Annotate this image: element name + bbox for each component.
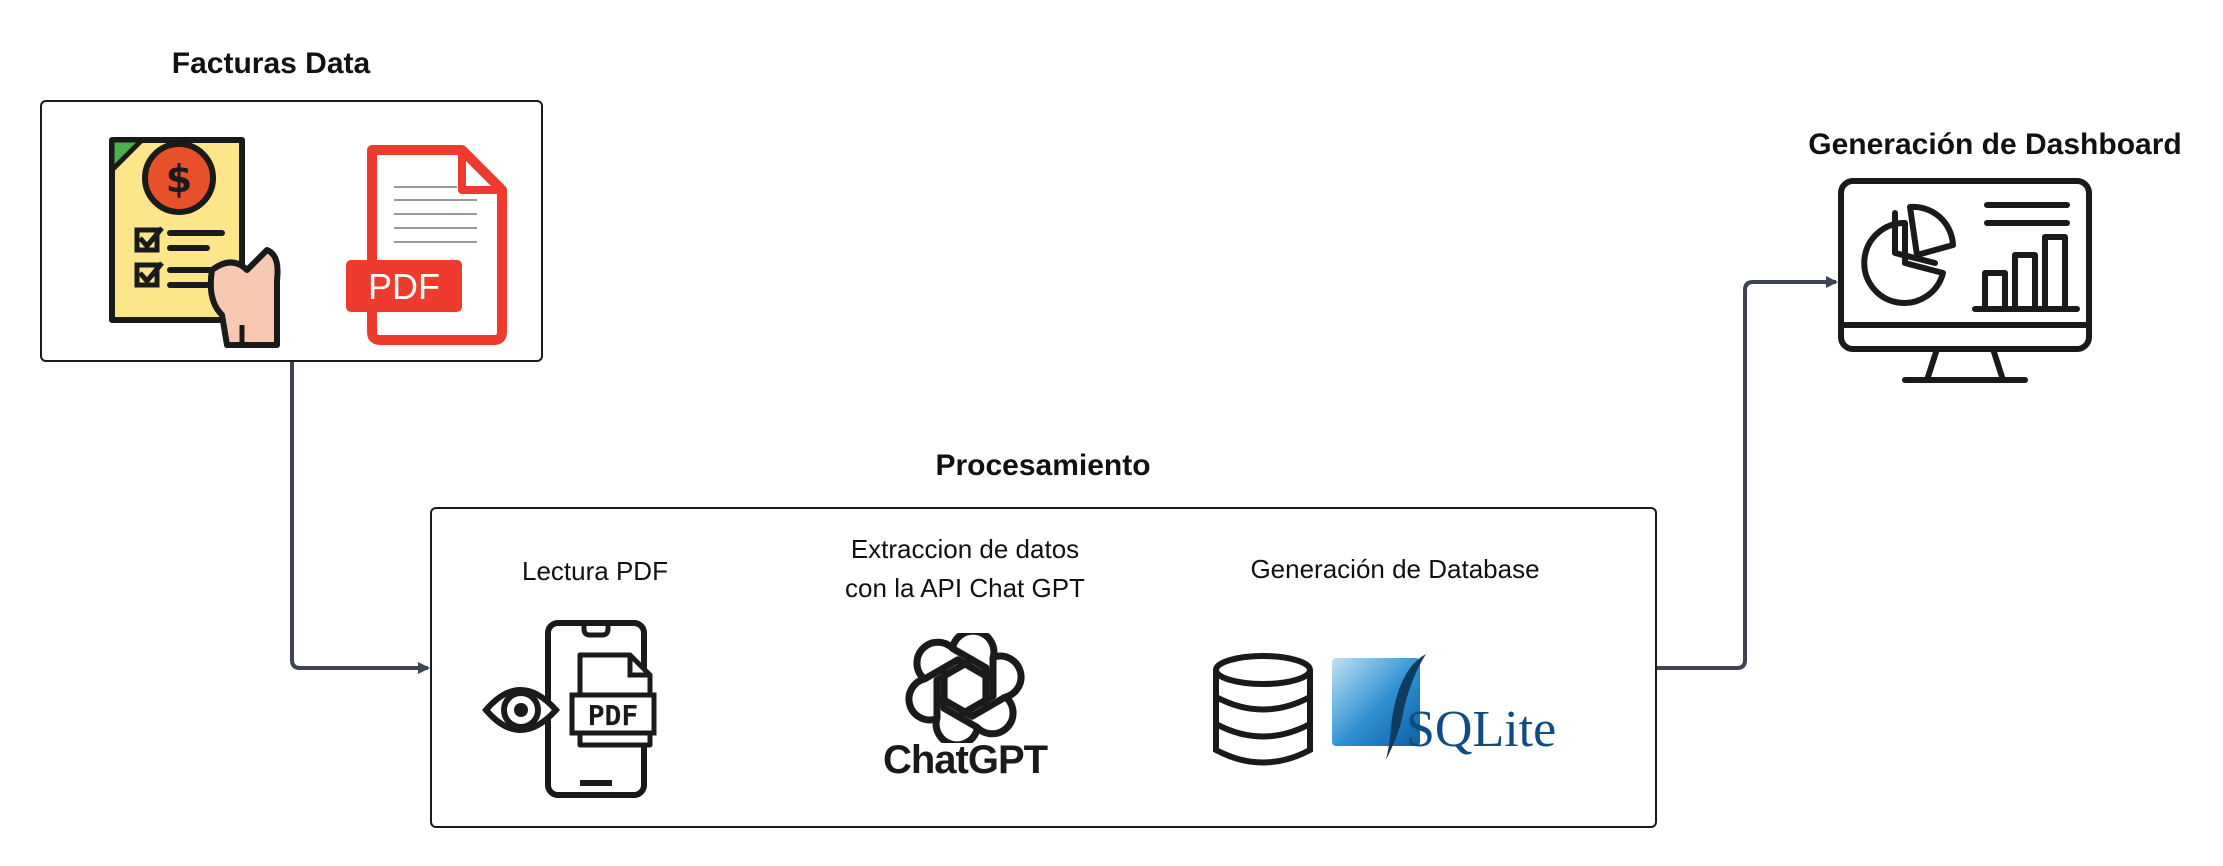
chatgpt-wordmark: ChatGPT (882, 738, 1048, 782)
svg-text:$: $ (166, 157, 192, 201)
facturas-box: $ PDF (40, 100, 543, 362)
database-icon (1213, 653, 1313, 766)
arrow-facturas-to-procesamiento (290, 362, 430, 674)
pdf-reader-badge-text: PDF (588, 699, 639, 732)
pdf-file-icon: PDF (346, 145, 507, 345)
procesamiento-title: Procesamiento (935, 449, 1151, 482)
dashboard-title: Generación de Dashboard (1808, 128, 2182, 161)
step-label-extraccion: Extraccion de datos con la API Chat GPT (790, 530, 1140, 608)
invoice-hand-icon: $ (109, 137, 281, 348)
arrow-procesamiento-to-dashboard (1657, 276, 1838, 670)
openai-logo-icon (905, 633, 1025, 743)
pdf-reader-phone-icon: PDF (482, 620, 657, 798)
step-label-extraccion-line1: Extraccion de datos (850, 534, 1080, 564)
sqlite-logo-icon: SQLite (1332, 654, 1556, 760)
step-label-lectura-pdf: Lectura PDF (522, 556, 668, 586)
pdf-badge-text: PDF (368, 266, 440, 307)
step-label-extraccion-line2: con la API Chat GPT (845, 573, 1085, 603)
step-label-database: Generación de Database (1250, 554, 1540, 584)
facturas-title: Facturas Data (171, 47, 371, 80)
dashboard-monitor-icon (1838, 178, 2092, 383)
sqlite-wordmark: SQLite (1406, 701, 1556, 758)
